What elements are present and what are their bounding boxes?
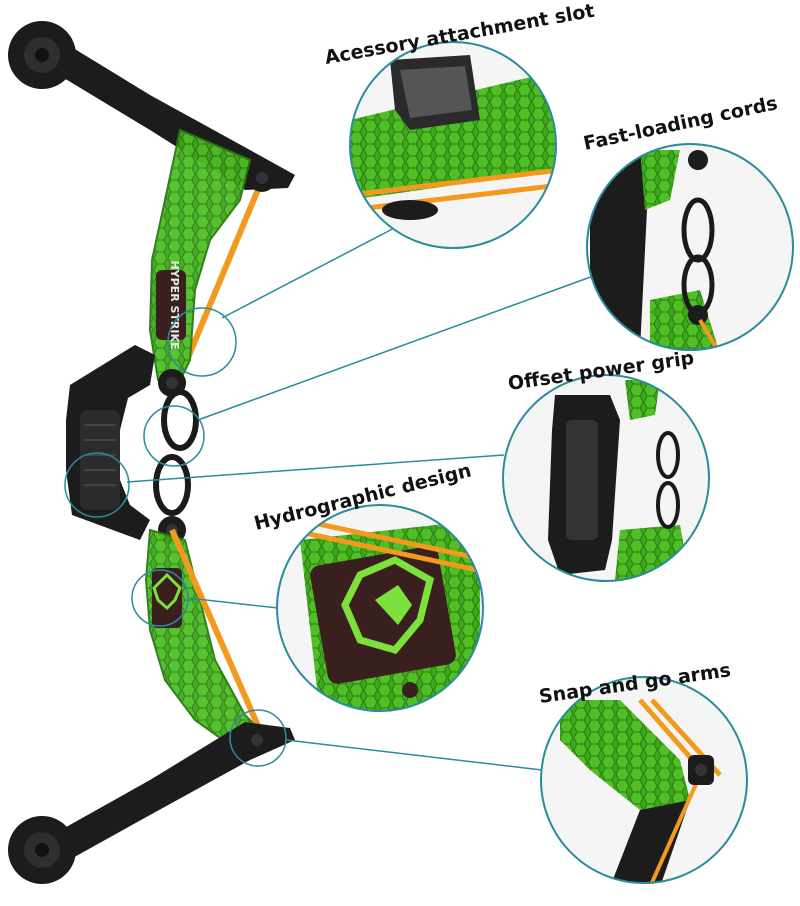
detail-hydro bbox=[276, 504, 484, 712]
upper-string-inner bbox=[179, 178, 265, 374]
marker-cords bbox=[143, 405, 205, 467]
detail-grip bbox=[502, 374, 710, 582]
brand-text: HYPER STRIKE bbox=[168, 260, 181, 349]
emblem bbox=[152, 568, 182, 628]
marker-accessory bbox=[167, 307, 237, 377]
detail-cords bbox=[586, 143, 794, 351]
lower-string-inner bbox=[169, 528, 265, 737]
upper-wheel bbox=[8, 21, 76, 89]
bow: HYPER STRIKE bbox=[8, 21, 295, 884]
lower-wheel bbox=[8, 816, 76, 884]
brand-plate: HYPER STRIKE bbox=[156, 260, 186, 350]
detail-accessory bbox=[349, 41, 557, 249]
detail-arms bbox=[540, 676, 748, 884]
marker-grip bbox=[64, 452, 130, 518]
loading-cords bbox=[153, 389, 199, 516]
marker-arms bbox=[229, 709, 287, 767]
leader-lines bbox=[64, 224, 597, 771]
lower-arm bbox=[34, 722, 295, 865]
